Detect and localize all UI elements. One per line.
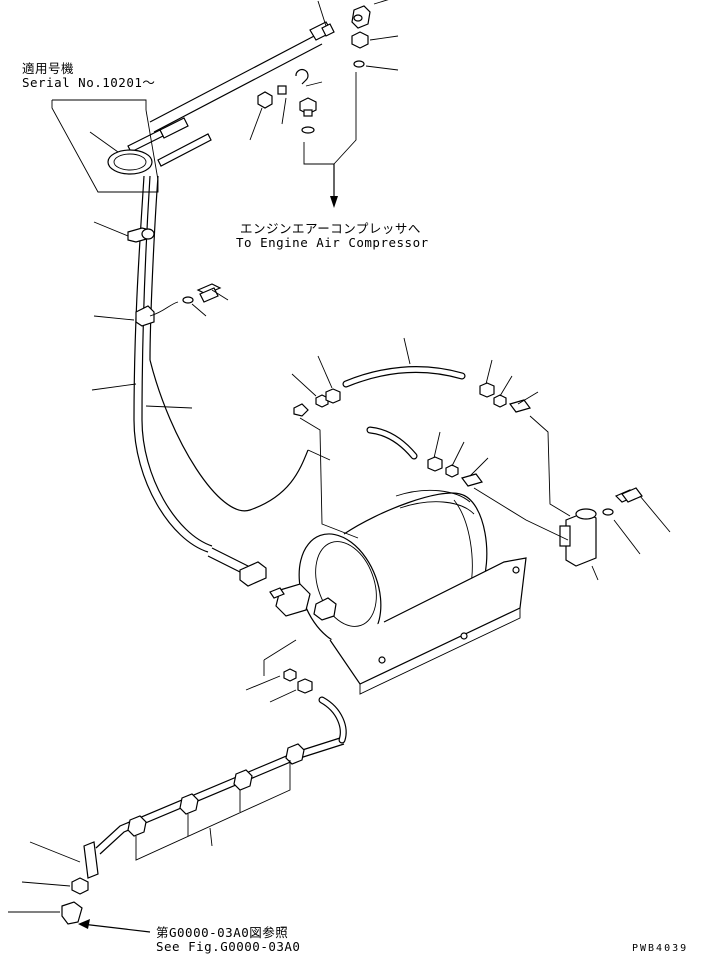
serial-note-english: Serial No.10201～ <box>22 75 156 90</box>
pipe-clips <box>127 743 305 861</box>
o-ring-top <box>353 60 365 68</box>
see-figure-note-japanese: 第G0000-03A0図参照 <box>156 925 289 940</box>
pipe-sleeve <box>157 133 212 167</box>
see-figure-note-english: See Fig.G0000-03A0 <box>156 939 301 954</box>
compressor-arrow <box>303 72 357 208</box>
serial-callout-box <box>51 99 159 193</box>
connector-fittings <box>293 382 532 487</box>
lower-bracket-lines <box>245 639 297 703</box>
upper-air-pipe <box>149 21 335 133</box>
pipe-nut-fitting <box>127 117 189 153</box>
compressor-note-japanese: エンジンエアーコンプレッサへ <box>240 221 421 236</box>
compressor-note: エンジンエアーコンプレッサへ To Engine Air Compressor <box>236 222 429 250</box>
connector-lines <box>299 415 571 541</box>
nut-top <box>351 31 369 49</box>
drain-valve <box>269 583 337 621</box>
pipe-clip-upper <box>93 221 155 243</box>
serial-note-japanese: 適用号機 <box>22 61 75 76</box>
compressor-note-english: To Engine Air Compressor <box>236 235 429 250</box>
lower-end-fittings <box>8 841 99 925</box>
tank-bracket <box>329 557 527 695</box>
leader-lines-top <box>249 0 399 141</box>
hose-to-tank <box>149 359 309 587</box>
see-figure-note: 第G0000-03A0図参照 See Fig.G0000-03A0 <box>156 926 300 954</box>
see-figure-arrow <box>78 919 151 933</box>
serial-applicable-note: 適用号機 Serial No.10201～ <box>22 62 155 90</box>
figure-code: PWB4039 <box>632 943 689 954</box>
clamp-bolt <box>182 283 229 317</box>
lower-hose <box>318 696 347 744</box>
mid-hose <box>366 426 418 460</box>
lower-nuts <box>283 668 313 694</box>
upper-hose <box>342 366 466 388</box>
pipe-clamp-mid <box>91 301 193 409</box>
valve-body <box>559 487 643 567</box>
leader-lines-right <box>291 337 671 581</box>
lower-pipe <box>95 737 345 855</box>
elbow-fitting-top <box>351 5 371 29</box>
nut-left <box>257 85 287 109</box>
elbow-mid <box>295 68 317 134</box>
